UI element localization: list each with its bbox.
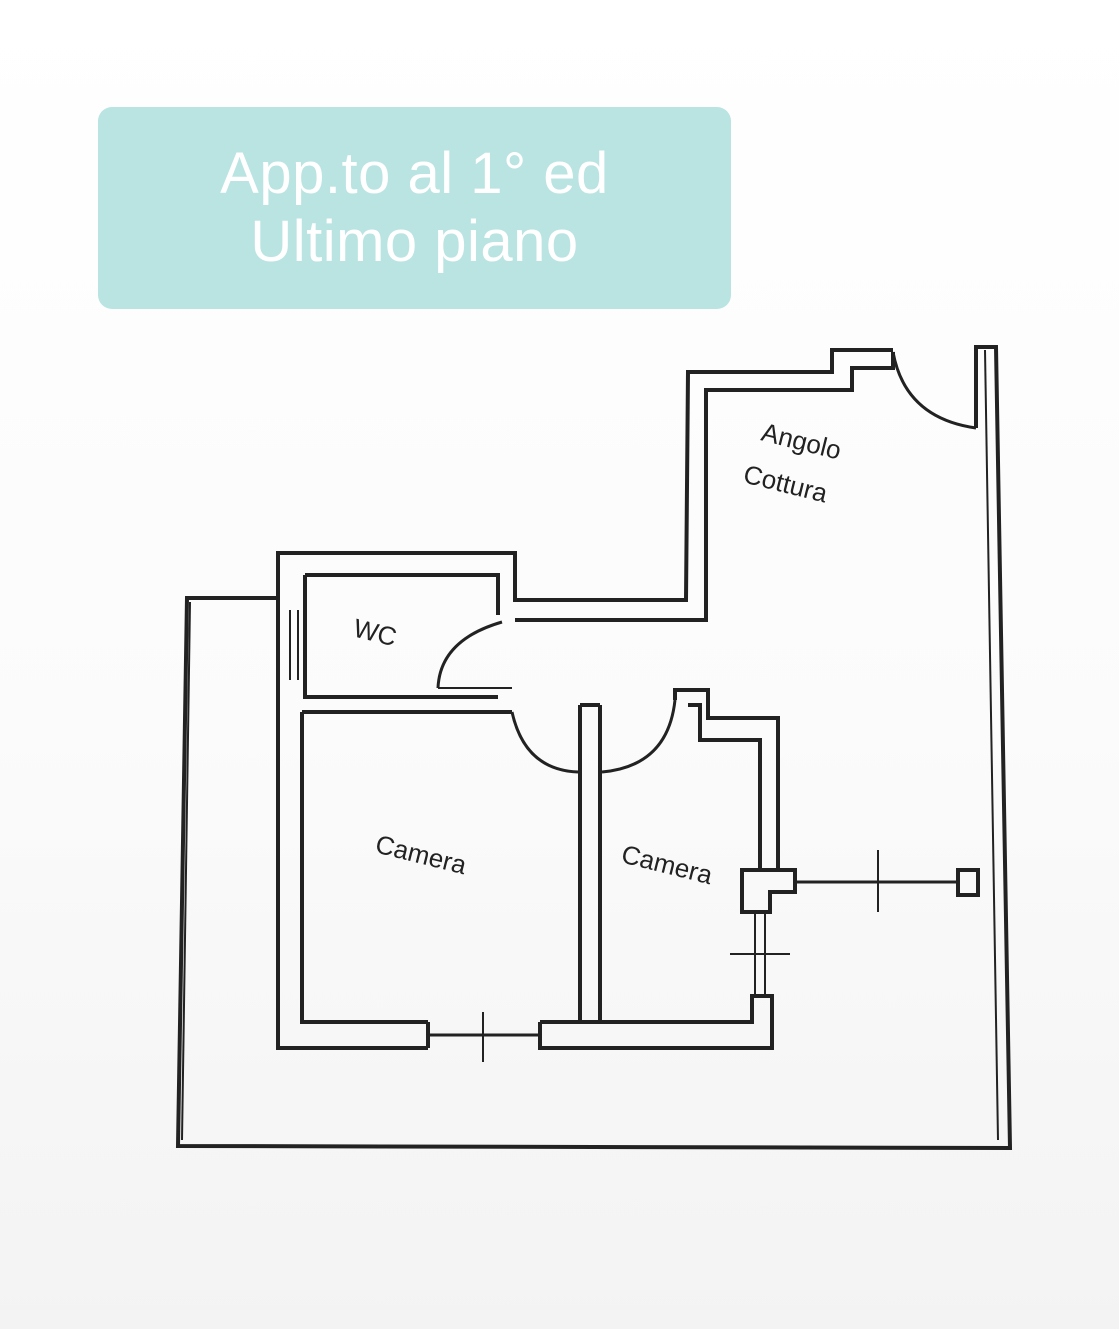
- bedroom1-label: Camera: [373, 829, 471, 881]
- terrace-wall-stub: [956, 868, 980, 897]
- kitchen-inner-wall: [515, 352, 895, 622]
- bedroom1-outer-left: [276, 688, 428, 1050]
- bedroom2-label: Camera: [619, 839, 717, 891]
- outer-wall: [175, 345, 1013, 1151]
- bedroom-bottom-wall: [538, 994, 774, 1050]
- bedroom1-door-swing: [510, 711, 579, 774]
- wc-label: WC: [351, 613, 400, 653]
- bedroom1-inner-left: [300, 712, 428, 1024]
- wc-window: [289, 610, 299, 680]
- bedroom2-right-wall: [673, 688, 797, 914]
- wc-door-swing: [436, 620, 503, 689]
- label-line-1: App.to al 1° ed: [220, 141, 609, 206]
- walls: [175, 345, 1013, 1151]
- wc-inner-left: [303, 575, 498, 699]
- outer-wall-inner-line: [984, 349, 999, 1141]
- outer-wall-left-line: [181, 601, 191, 1141]
- bedroom2-inner-wall: [688, 703, 762, 870]
- bedroom-partition: [578, 703, 602, 1022]
- label-line-2: Ultimo piano: [250, 209, 579, 274]
- bedroom2-door-swing: [601, 699, 677, 774]
- kitchen-label-line2: Cottura: [741, 459, 832, 509]
- entrance-door-swing: [891, 351, 977, 430]
- kitchen-outer-wall: [276, 348, 893, 602]
- wc-inner-top: [305, 573, 500, 615]
- kitchen-label-line1: Angolo: [759, 417, 845, 466]
- listing-label: App.to al 1° ed Ultimo piano: [98, 107, 731, 309]
